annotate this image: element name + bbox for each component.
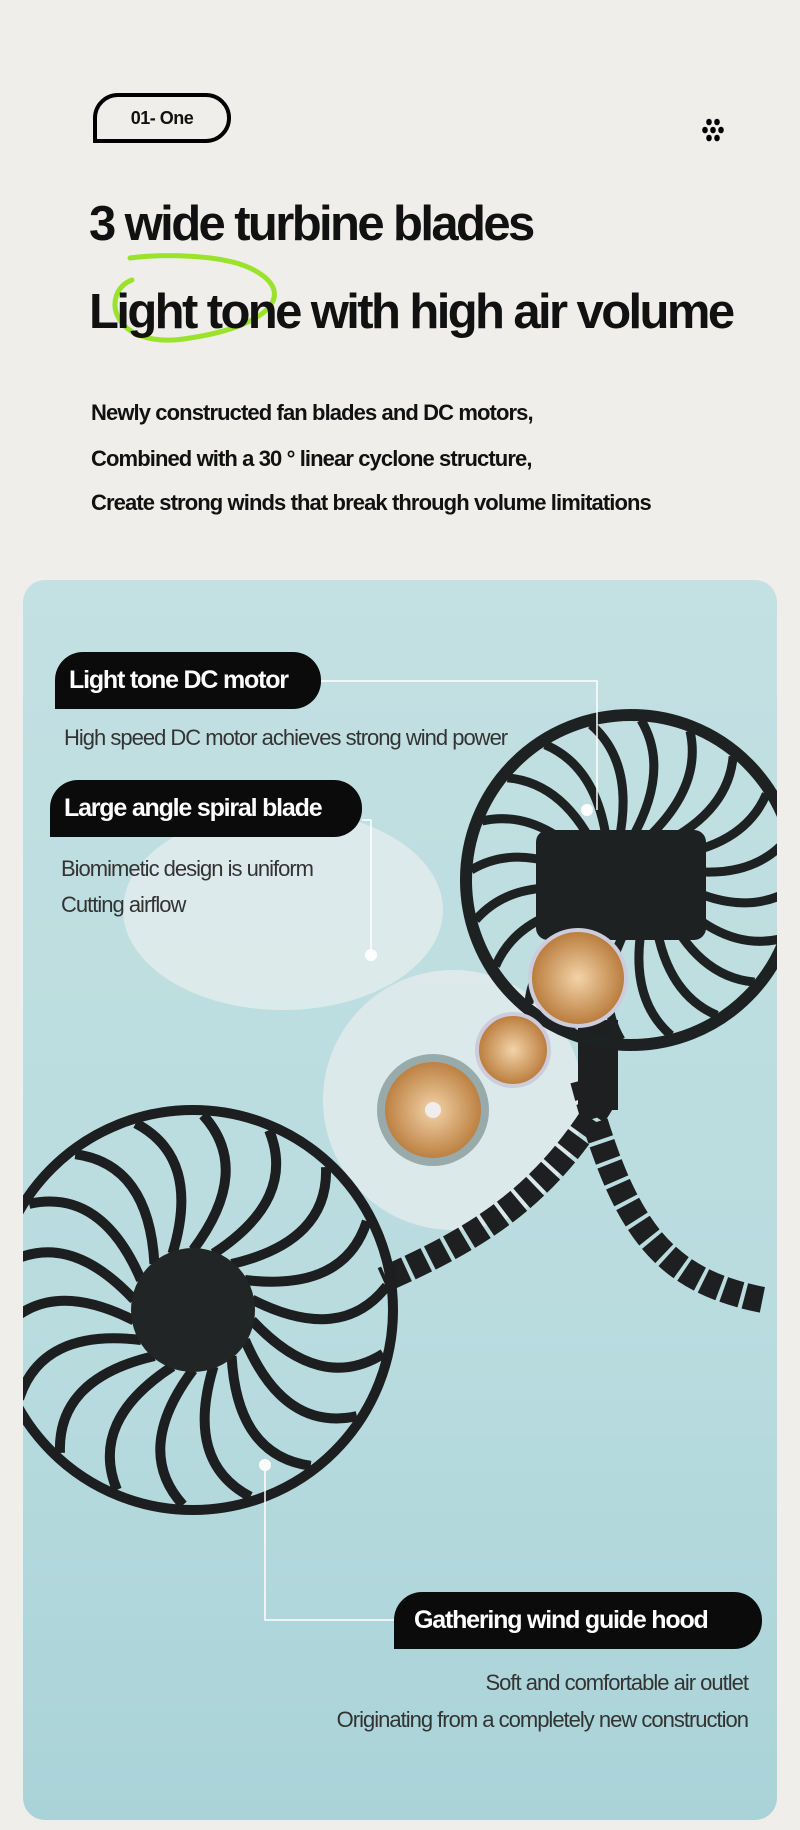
connector-lines xyxy=(264,680,598,1621)
intro-line-1: Newly constructed fan blades and DC moto… xyxy=(91,400,534,425)
feature-desc-wind-hood-2: Originating from a completely new constr… xyxy=(336,1707,749,1732)
feature-label-text: Gathering wind guide hood xyxy=(414,1606,709,1634)
feature-desc-dc-motor: High speed DC motor achieves strong wind… xyxy=(64,725,508,750)
back-fan-icon xyxy=(460,709,777,1051)
feature-label-spiral-blade: Large angle spiral blade xyxy=(50,780,362,837)
feature-desc-spiral-blade-2: Cutting airflow xyxy=(61,892,186,917)
headline-line-2: Light tone with high air volume xyxy=(89,285,735,339)
intro-line-3: Create strong winds that break through v… xyxy=(91,490,652,515)
connector-dots xyxy=(259,804,593,1471)
product-panel: Light tone DC motor High speed DC motor … xyxy=(23,580,777,1820)
highlight-circle-icon xyxy=(112,253,277,343)
feature-label-dc-motor: Light tone DC motor xyxy=(55,652,321,709)
feature-label-text: Large angle spiral blade xyxy=(64,794,323,822)
front-fan-icon xyxy=(23,1105,398,1515)
dots-logo-icon xyxy=(702,118,724,142)
feature-desc-wind-hood-1: Soft and comfortable air outlet xyxy=(485,1670,749,1695)
fan-illustration xyxy=(23,680,777,1621)
headline-line-1: 3 wide turbine blades xyxy=(89,197,535,251)
section-tag-label: 01- One xyxy=(130,107,194,128)
feature-label-text: Light tone DC motor xyxy=(69,666,289,694)
feature-desc-spiral-blade-1: Biomimetic design is uniform xyxy=(61,856,314,881)
feature-label-wind-hood: Gathering wind guide hood xyxy=(394,1592,762,1649)
intro-line-2: Combined with a 30 ° linear cyclone stru… xyxy=(91,446,532,471)
section-tag: 01- One xyxy=(93,93,231,143)
